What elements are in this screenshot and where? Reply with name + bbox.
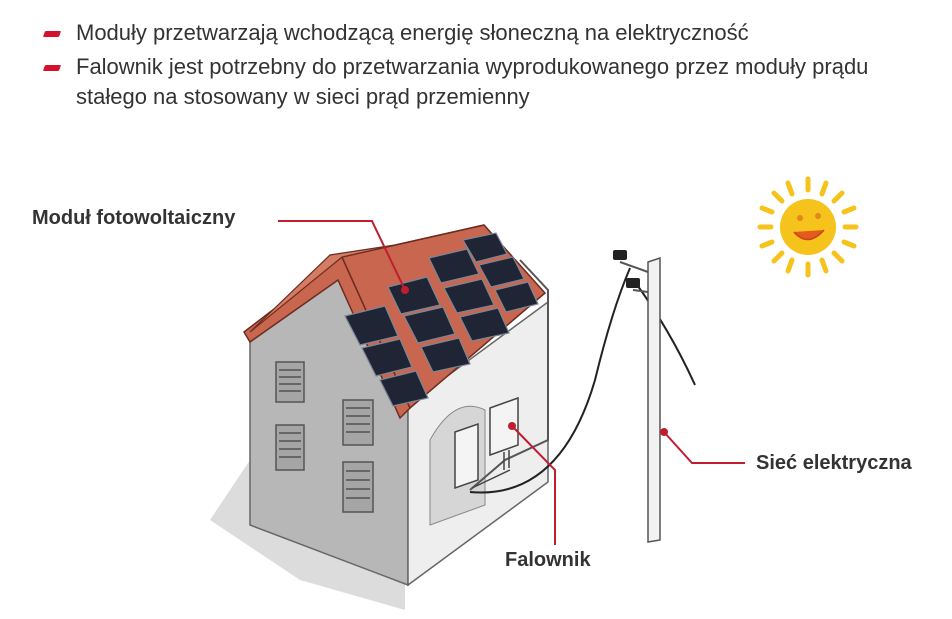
module-callout-line: [278, 220, 406, 291]
solar-panels: [344, 232, 539, 407]
bullet-text: Moduły przetwarzają wchodzącą energię sł…: [76, 20, 749, 45]
inverter-callout-line: [511, 425, 556, 545]
bullet-item: Falownik jest potrzebny do przetwarzania…: [40, 52, 940, 112]
callout-dot: [660, 428, 668, 436]
dc-cable: [469, 259, 549, 491]
window-shutter: [342, 461, 374, 513]
grid-cable: [469, 267, 631, 494]
window-shutter: [342, 399, 374, 446]
roof-back: [249, 224, 485, 333]
callout-dot: [508, 422, 516, 430]
grid-label: Sieć elektryczna: [756, 452, 912, 474]
window-shutter: [275, 361, 305, 403]
bullet-list: Moduły przetwarzają wchodzącą energię sł…: [40, 18, 940, 116]
smiling-sun-icon: [757, 176, 859, 278]
meter-box: [454, 422, 479, 490]
window-shutter: [275, 424, 305, 471]
grid-callout-line: [663, 431, 745, 464]
insulator-icon: [626, 278, 640, 288]
insulator-icon: [613, 250, 627, 260]
callout-dot: [401, 286, 409, 294]
inverter-box: [489, 396, 519, 457]
bullet-text: Falownik jest potrzebny do przetwarzania…: [76, 54, 869, 109]
bullet-item: Moduły przetwarzają wchodzącą energię sł…: [40, 18, 940, 48]
module-label: Moduł fotowoltaiczny: [32, 207, 236, 229]
inverter-label: Falownik: [505, 549, 591, 571]
utility-pole: [647, 256, 661, 543]
